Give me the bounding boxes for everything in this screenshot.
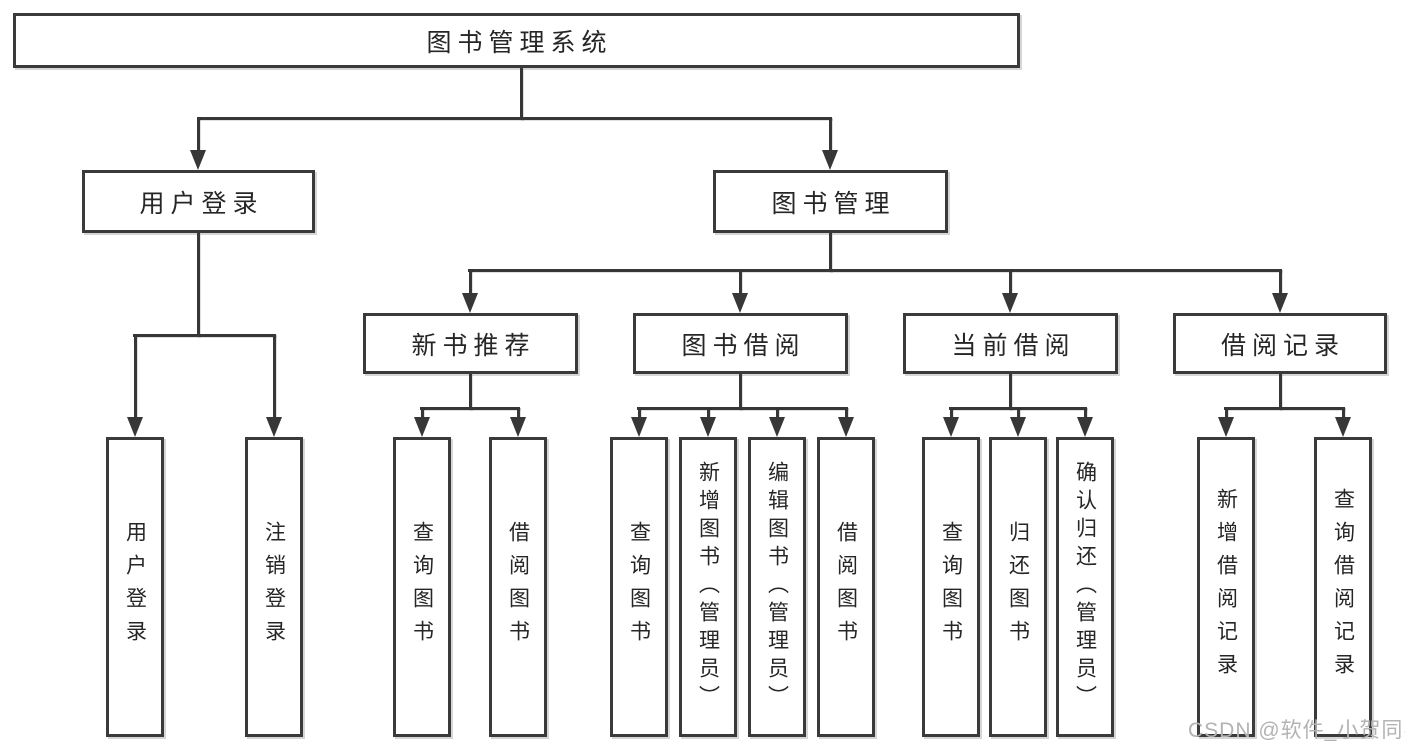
connector-arrow-line bbox=[468, 269, 472, 295]
arrowhead-down-icon bbox=[1272, 293, 1288, 313]
arrowhead-down-icon bbox=[1010, 417, 1026, 437]
connector-branch-line bbox=[468, 269, 1282, 272]
arrowhead-down-icon bbox=[769, 417, 785, 437]
connector-branch-line bbox=[133, 334, 276, 337]
connector-arrow-line bbox=[949, 407, 953, 419]
leaf-current-return-books: 归还图书 bbox=[989, 437, 1047, 737]
leaf-user-login: 用户登录 bbox=[106, 437, 164, 737]
node-borrowing-records: 借阅记录 bbox=[1173, 313, 1387, 374]
arrowhead-down-icon bbox=[414, 417, 430, 437]
connector-stem-line bbox=[828, 233, 832, 272]
node-user-login: 用户登录 bbox=[82, 170, 315, 233]
arrowhead-down-icon bbox=[700, 417, 716, 437]
connector-arrow-line bbox=[844, 407, 848, 419]
arrowhead-down-icon bbox=[631, 417, 647, 437]
connector-stem-line bbox=[468, 374, 472, 410]
connector-arrow-line bbox=[775, 407, 779, 419]
leaf-borrowing-borrow-books: 借阅图书 bbox=[817, 437, 875, 737]
arrowhead-down-icon bbox=[190, 150, 206, 170]
arrowhead-down-icon bbox=[127, 417, 143, 437]
connector-stem-line bbox=[196, 233, 200, 337]
connector-arrow-line bbox=[1008, 269, 1012, 295]
connector-arrow-line bbox=[637, 407, 641, 419]
connector-arrow-line bbox=[272, 334, 276, 419]
connector-arrow-line bbox=[196, 117, 200, 152]
leaf-records-add-borrow-record: 新增借阅记录 bbox=[1197, 437, 1255, 737]
connector-arrow-line bbox=[1341, 407, 1345, 419]
connector-stem-line bbox=[738, 374, 742, 410]
connector-branch-line bbox=[420, 407, 520, 410]
connector-arrow-line bbox=[133, 334, 137, 419]
connector-stem-line bbox=[519, 68, 523, 120]
watermark: CSDN @软件_小贺同学 bbox=[1188, 719, 1405, 742]
arrowhead-down-icon bbox=[510, 417, 526, 437]
arrowhead-down-icon bbox=[1218, 417, 1234, 437]
leaf-current-confirm-return-admin: 确认归还（管理员） bbox=[1056, 437, 1114, 737]
leaf-borrowing-add-books-admin: 新增图书（管理员） bbox=[679, 437, 737, 737]
connector-arrow-line bbox=[1278, 269, 1282, 295]
arrowhead-down-icon bbox=[1077, 417, 1093, 437]
arrowhead-down-icon bbox=[462, 293, 478, 313]
leaf-newbook-query-books: 查询图书 bbox=[393, 437, 451, 737]
arrowhead-down-icon bbox=[1335, 417, 1351, 437]
connector-arrow-line bbox=[516, 407, 520, 419]
node-library-management-system: 图书管理系统 bbox=[13, 13, 1020, 68]
connector-arrow-line bbox=[738, 269, 742, 295]
arrowhead-down-icon bbox=[943, 417, 959, 437]
arrowhead-down-icon bbox=[838, 417, 854, 437]
connector-arrow-line bbox=[1083, 407, 1087, 419]
connector-arrow-line bbox=[828, 117, 832, 152]
node-new-book-recommend: 新书推荐 bbox=[363, 313, 578, 374]
arrowhead-down-icon bbox=[822, 150, 838, 170]
leaf-borrowing-query-books: 查询图书 bbox=[610, 437, 668, 737]
leaf-current-query-books: 查询图书 bbox=[922, 437, 980, 737]
connector-arrow-line bbox=[706, 407, 710, 419]
connector-arrow-line bbox=[420, 407, 424, 419]
leaf-newbook-borrow-books: 借阅图书 bbox=[489, 437, 547, 737]
leaf-records-query-borrow-record: 查询借阅记录 bbox=[1314, 437, 1372, 737]
connector-arrow-line bbox=[1016, 407, 1020, 419]
arrowhead-down-icon bbox=[266, 417, 282, 437]
connector-stem-line bbox=[1278, 374, 1282, 410]
arrowhead-down-icon bbox=[1002, 293, 1018, 313]
leaf-borrowing-edit-books-admin: 编辑图书（管理员） bbox=[748, 437, 806, 737]
leaf-logout-login: 注销登录 bbox=[245, 437, 303, 737]
node-current-borrowing: 当前借阅 bbox=[903, 313, 1118, 374]
node-book-management: 图书管理 bbox=[713, 170, 948, 233]
connector-branch-line bbox=[637, 407, 848, 410]
node-book-borrowing: 图书借阅 bbox=[633, 313, 848, 374]
arrowhead-down-icon bbox=[732, 293, 748, 313]
connector-branch-line bbox=[197, 117, 832, 120]
connector-arrow-line bbox=[1224, 407, 1228, 419]
connector-branch-line bbox=[1224, 407, 1345, 410]
connector-stem-line bbox=[1008, 374, 1012, 410]
